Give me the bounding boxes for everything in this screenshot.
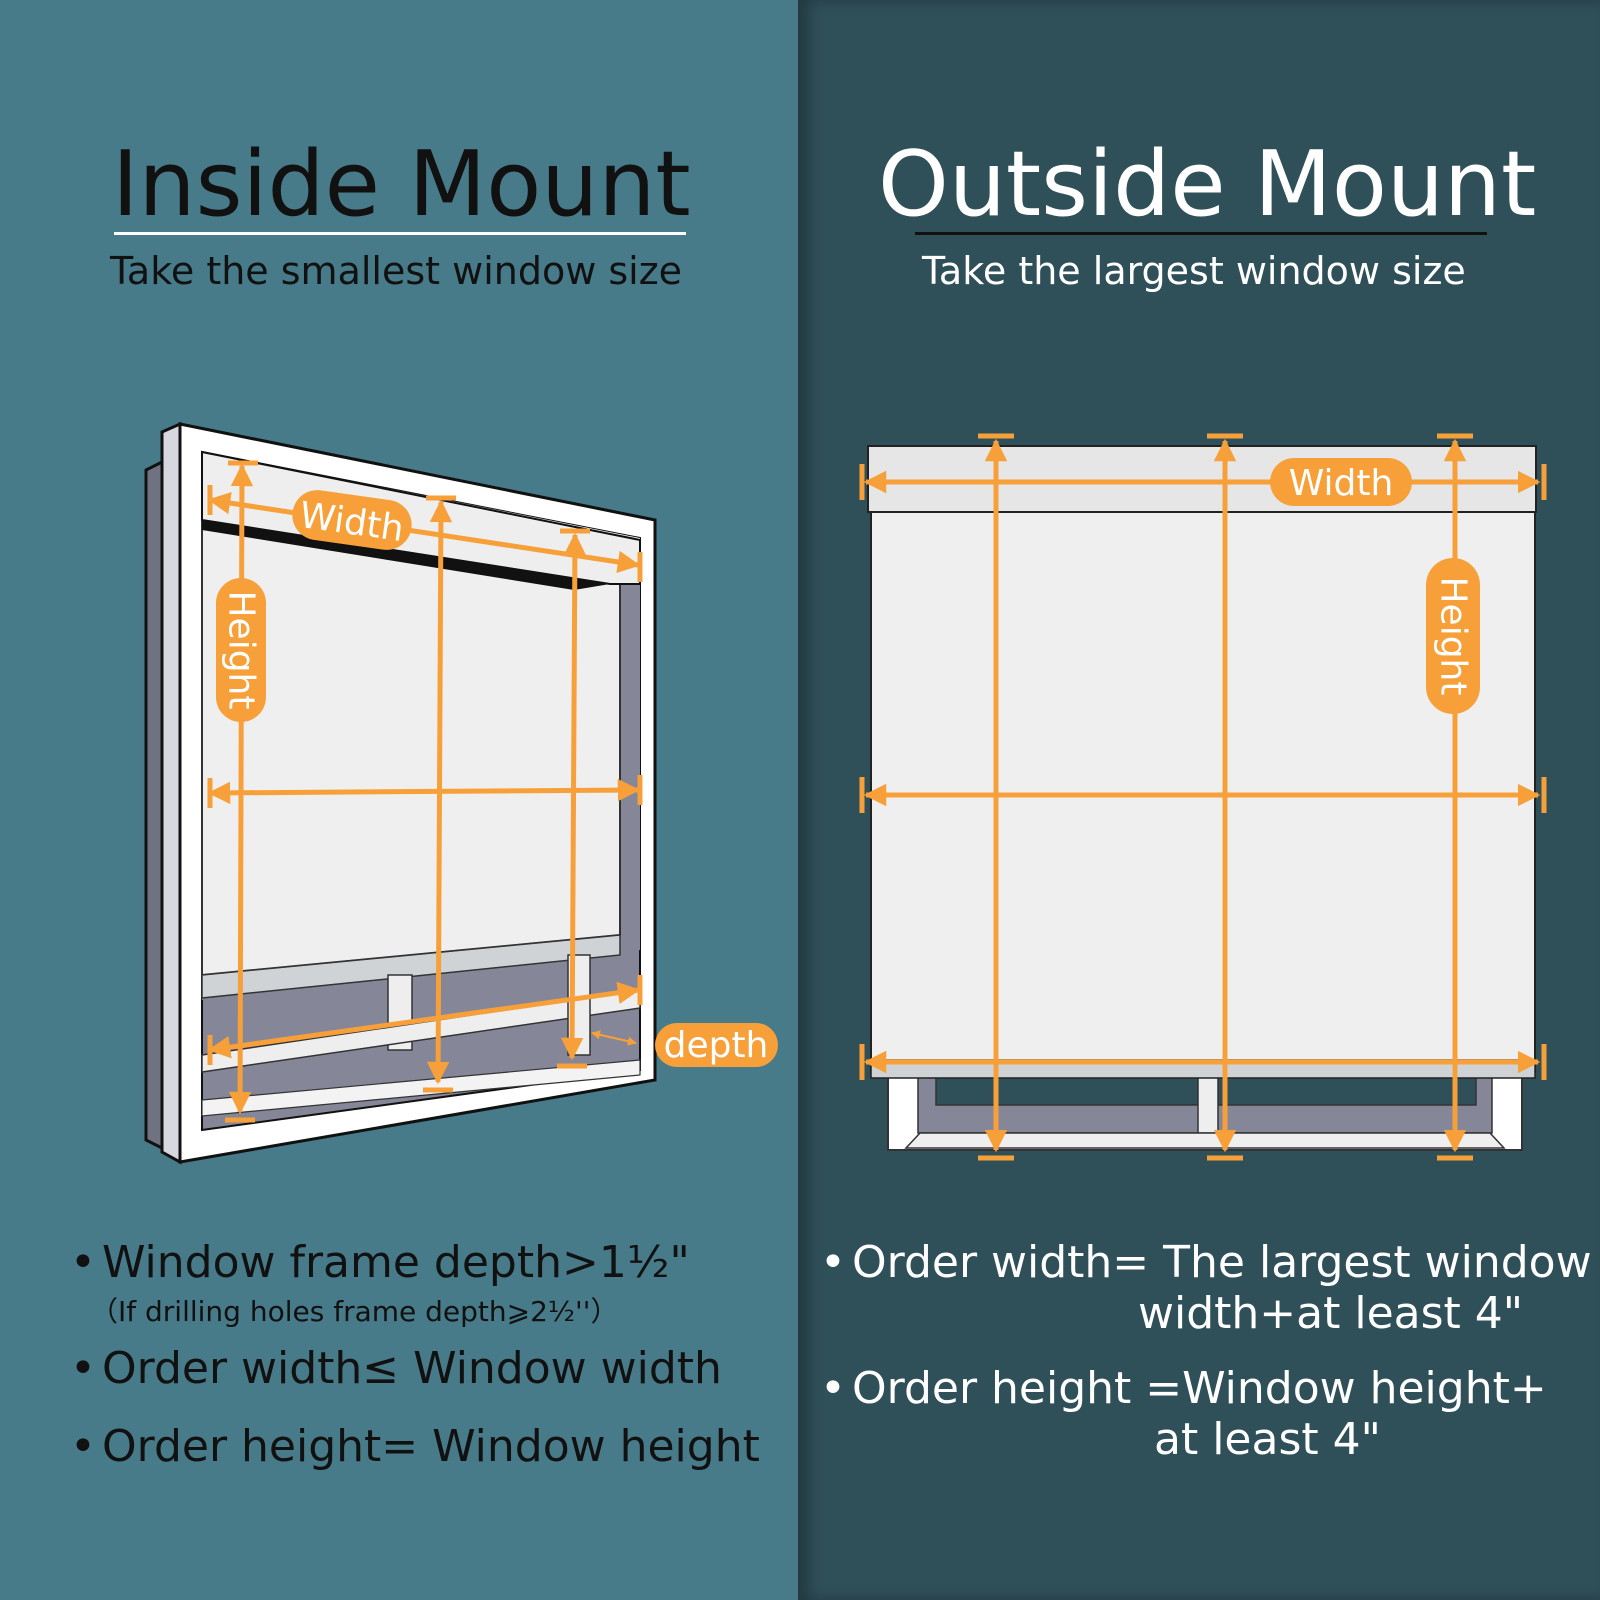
inside-bullet-order-height: •Order height= Window height <box>70 1421 760 1472</box>
bullet-text: Order height= Window height <box>102 1421 760 1472</box>
inside-mount-subtitle: Take the smallest window size <box>110 249 683 293</box>
inside-mount-title: Inside Mount <box>112 132 691 237</box>
inside-height-left-arrow <box>228 463 254 1115</box>
inside-depth-arrow <box>591 1030 637 1046</box>
inside-height-mid-arrow <box>426 499 453 1085</box>
svg-text:depth: depth <box>664 1025 769 1066</box>
inside-bullet-frame-depth: •Window frame depth>1½" <box>70 1237 690 1288</box>
bullet-text: Window frame depth>1½" <box>102 1237 690 1288</box>
inside-bullet-drilling-note: （If drilling holes frame depth⩾2½''） <box>90 1295 619 1328</box>
bullet-dot: • <box>70 1421 96 1472</box>
outside-mount-subtitle: Take the largest window size <box>922 249 1466 293</box>
outside-bullet-order-height: •Order height =Window height+ <box>820 1363 1547 1414</box>
inside-title-underline <box>114 232 686 235</box>
bullet-text: Order height =Window height+ <box>852 1363 1547 1414</box>
outside-width-label: Width <box>1270 458 1412 506</box>
inside-bullet-order-width: •Order width≤ Window width <box>70 1343 722 1394</box>
bullet-dot: • <box>820 1363 846 1414</box>
bullet-text: Order width= The largest window <box>852 1237 1592 1288</box>
svg-text:Height: Height <box>221 590 262 709</box>
svg-text:Width: Width <box>1289 463 1394 504</box>
outside-height-label: Height <box>1426 558 1480 714</box>
inside-depth-label: depth <box>655 1023 778 1067</box>
outside-window-illustration <box>867 445 1537 1151</box>
svg-text:Height: Height <box>1433 576 1474 695</box>
bullet-text: Order width≤ Window width <box>102 1343 722 1394</box>
inside-measure-lines <box>207 460 643 1123</box>
outside-bullet-order-height-continued: at least 4" <box>1154 1414 1381 1465</box>
outside-mount-title: Outside Mount <box>878 132 1537 237</box>
inside-height-right-arrow <box>560 532 587 1061</box>
bullet-dot: • <box>70 1343 96 1394</box>
bullet-dot: • <box>820 1237 846 1288</box>
bullet-dot: • <box>70 1237 96 1288</box>
outside-title-underline <box>915 232 1487 235</box>
inside-height-label: Height <box>216 578 266 722</box>
outside-bullet-order-width-continued: width+at least 4" <box>1138 1288 1523 1339</box>
outside-bullet-order-width: •Order width= The largest window <box>820 1237 1592 1288</box>
